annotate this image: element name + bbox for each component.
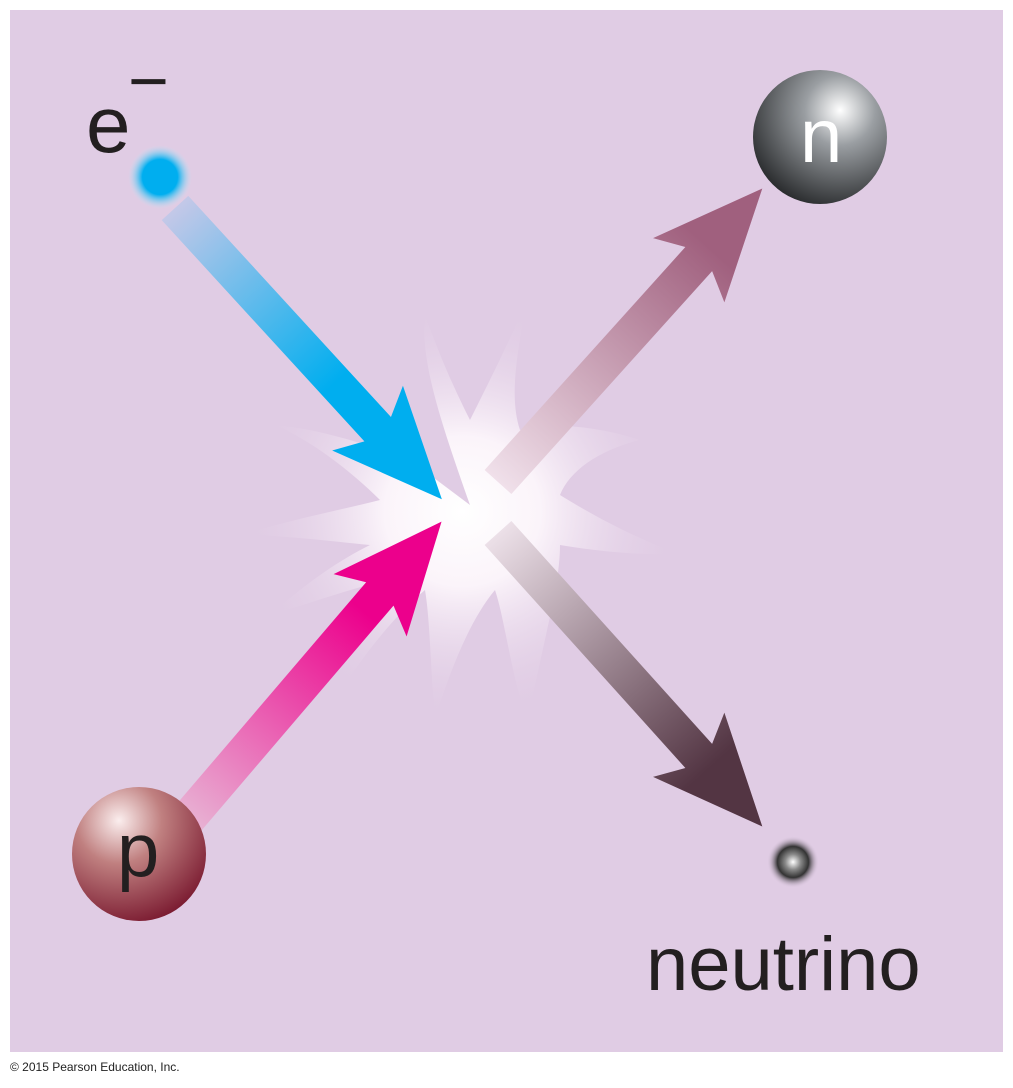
neutrino-particle (767, 836, 819, 888)
neutrino-arrow (462, 500, 798, 859)
electron-particle (128, 145, 192, 209)
proton-label: p (117, 808, 159, 893)
neutron-label: n (800, 94, 842, 179)
proton-arrow (148, 490, 479, 854)
neutrino-label: neutrino (646, 922, 921, 1007)
copyright-notice: © 2015 Pearson Education, Inc. (10, 1060, 180, 1074)
electron-charge-label: − (128, 42, 169, 120)
proton-particle (72, 787, 206, 921)
collision-starburst (240, 298, 685, 725)
neutron-particle (753, 70, 887, 204)
electron-label: e (86, 80, 131, 169)
